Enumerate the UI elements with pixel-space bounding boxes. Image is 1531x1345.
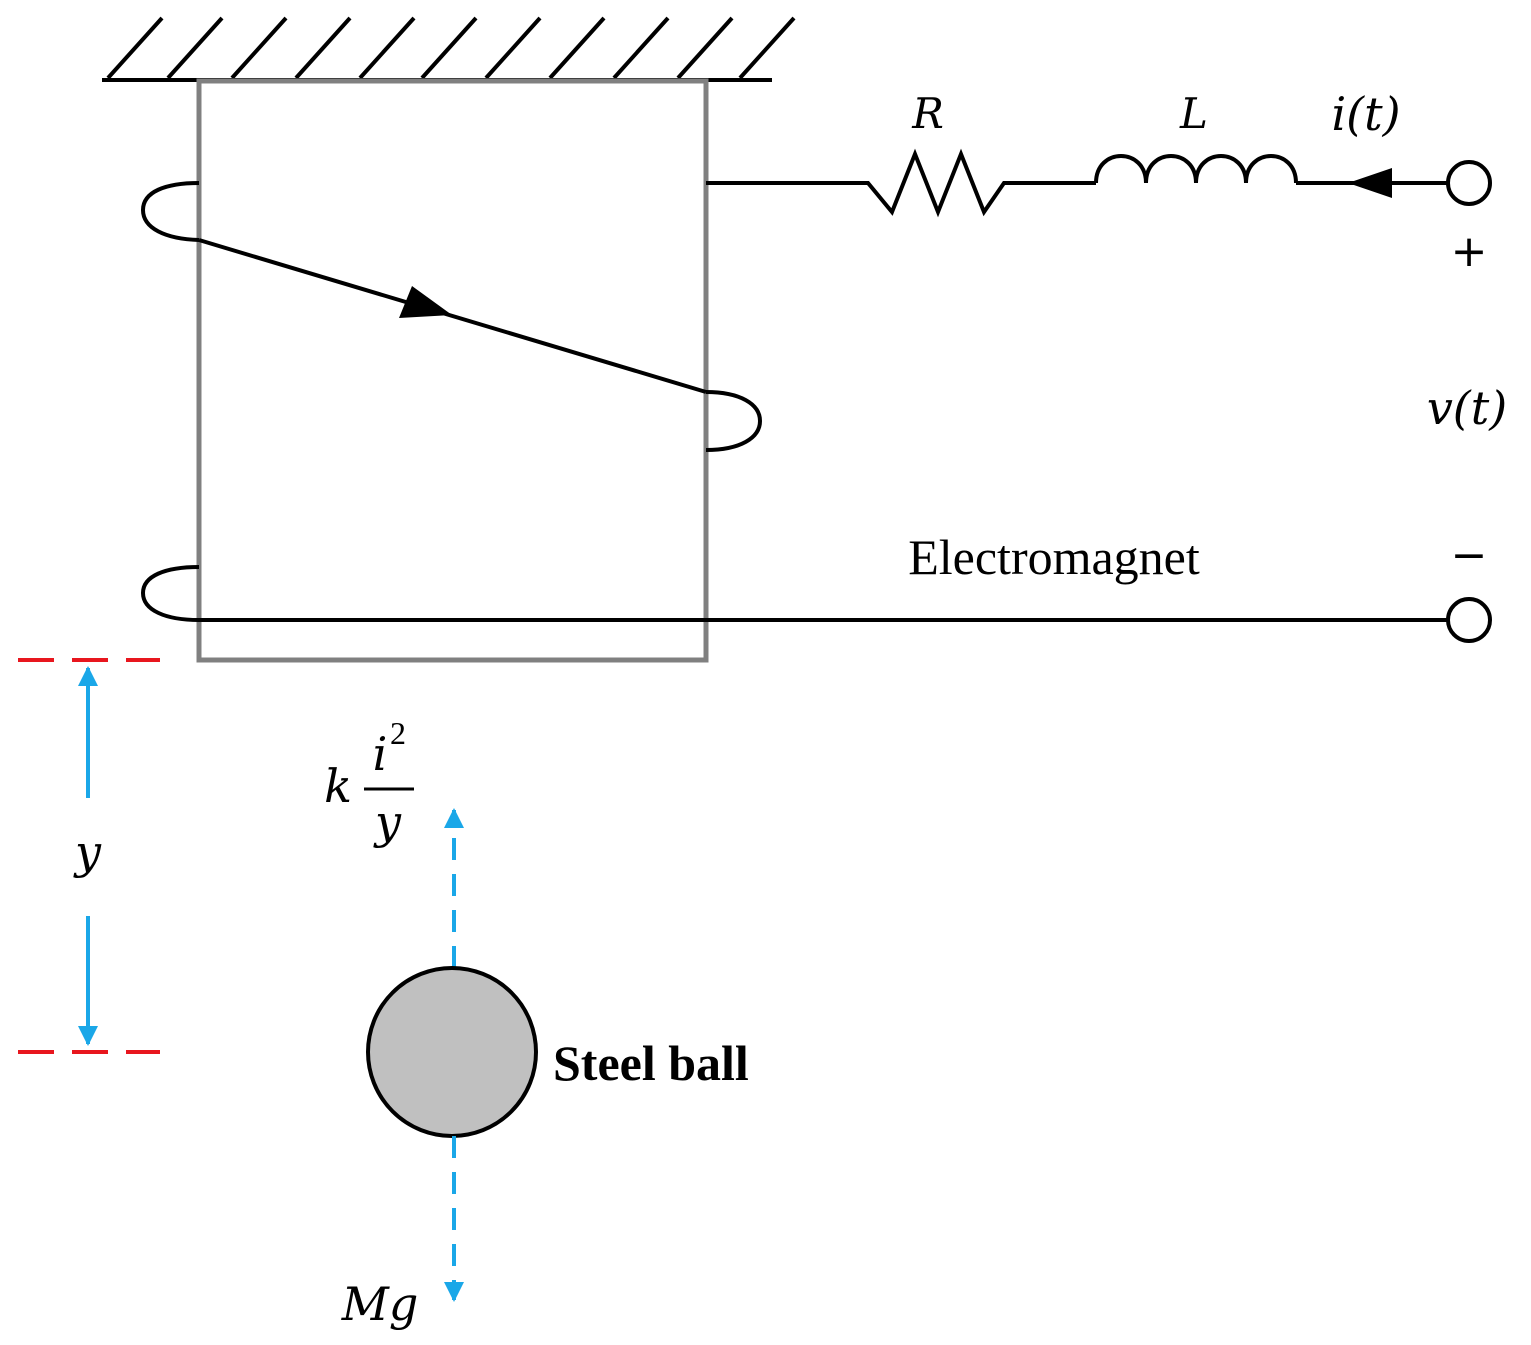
ceiling-support [102, 16, 796, 82]
inductor-symbol [1094, 154, 1298, 184]
steel-ball-label: Steel ball [553, 1035, 749, 1091]
force-coefficient: k [324, 759, 352, 813]
inductor-label: L [1179, 89, 1208, 138]
coil-current-arrow [399, 286, 452, 318]
gap-label: y [73, 825, 102, 879]
minus-sign: − [1451, 530, 1488, 581]
resistor-symbol [856, 148, 1096, 218]
positive-terminal [1446, 160, 1492, 206]
gap-dimension [18, 658, 160, 1054]
force-denominator: y [373, 795, 402, 849]
negative-terminal [1446, 597, 1492, 643]
current-label: i(t) [1331, 87, 1400, 141]
steel-ball [366, 966, 538, 1138]
electromagnet-label: Electromagnet [908, 529, 1200, 585]
electromagnet-core [196, 78, 709, 663]
current-direction-arrow [1348, 168, 1392, 198]
force-numerator: i [373, 727, 388, 781]
voltage-label: v(t) [1427, 381, 1507, 435]
weight-label: Mg [341, 1277, 419, 1331]
resistor-label: R [911, 89, 944, 138]
magnetic-force-label: k i 2 y [324, 715, 414, 849]
coil-winding [140, 181, 763, 622]
plus-sign: + [1451, 226, 1488, 277]
force-exponent: 2 [390, 715, 406, 751]
circuit-top-wire [706, 148, 1448, 218]
